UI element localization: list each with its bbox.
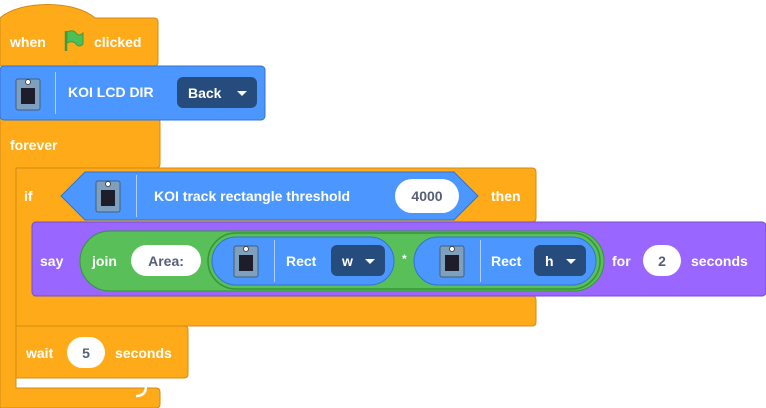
for-label: for [612,253,631,269]
lcd-dir-dropdown-value: Back [188,84,222,101]
green-flag-icon[interactable] [62,29,84,53]
rect-w-dropdown-value: w [342,252,353,269]
block-separator [55,72,56,114]
rect-h-dropdown-value: h [545,252,554,269]
track-rectangle-condition[interactable] [60,171,479,221]
then-label: then [491,188,521,204]
rect-w-dropdown[interactable]: w [331,245,385,276]
chevron-down-icon [365,258,375,264]
rect-w-label: Rect [286,253,317,269]
koi-camera-icon [439,245,465,278]
clicked-label: clicked [94,34,142,50]
forever-label: forever [10,137,58,153]
block-separator [136,175,137,217]
say-label: say [40,253,64,269]
wait-seconds-input[interactable]: 5 [67,337,105,368]
koi-camera-icon [233,245,259,278]
chevron-down-icon [237,90,247,96]
if-label: if [24,188,33,204]
join-label: join [92,253,117,269]
wait-seconds-label: seconds [115,345,172,361]
lcd-dir-label: KOI LCD DIR [68,84,154,100]
multiply-operator: * [402,252,407,266]
koi-camera-icon [95,180,121,213]
loop-arrow-icon [135,382,150,398]
say-seconds-input[interactable]: 2 [643,245,681,276]
lcd-dir-dropdown[interactable]: Back [177,77,257,108]
block-separator [480,240,481,282]
say-seconds-label: seconds [691,253,748,269]
wait-label: wait [26,345,54,361]
threshold-input[interactable]: 4000 [395,179,459,213]
rect-h-dropdown[interactable]: h [534,245,586,276]
chevron-down-icon [566,258,576,264]
track-rectangle-label: KOI track rectangle threshold [154,188,351,204]
block-separator [274,240,275,282]
rect-h-label: Rect [491,253,522,269]
koi-camera-icon [15,78,41,111]
when-label: when [10,34,46,50]
join-first-input[interactable]: Area: [131,245,201,276]
